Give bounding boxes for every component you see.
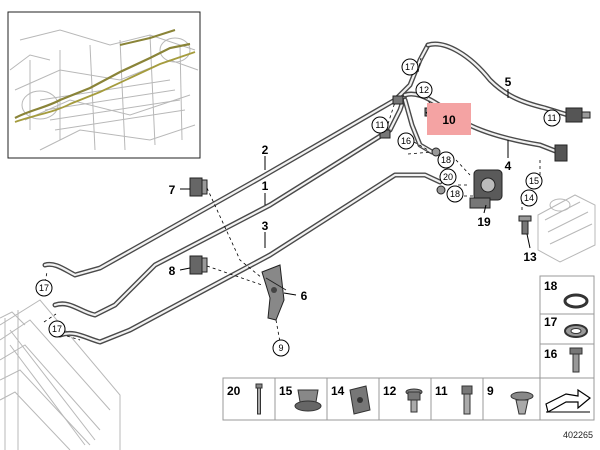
callout-17-bottom: 17 (52, 324, 62, 334)
legend-17: 17 (544, 315, 558, 329)
hose-5 (425, 41, 591, 123)
callout-17-mid: 17 (39, 283, 49, 293)
legend-14: 14 (331, 384, 345, 398)
legend-18: 18 (544, 279, 558, 293)
callout-labels: 1 2 3 4 5 6 7 8 10 13 19 (169, 75, 537, 303)
legend-9: 9 (487, 384, 494, 398)
rivet-icon (510, 391, 534, 415)
holder-6 (261, 264, 287, 321)
callout-6: 6 (301, 289, 308, 303)
callout-7: 7 (169, 183, 176, 197)
diagram-id: 402265 (563, 430, 593, 440)
callout-10: 10 (442, 113, 456, 127)
condenser-radiator (0, 299, 121, 450)
legend-bottom: 20 15 14 12 11 9 (222, 377, 595, 421)
callout-18-bottom: 18 (450, 189, 460, 199)
collar-nut-icon (294, 389, 322, 412)
callout-11-left: 11 (375, 120, 384, 130)
pipe-3 (57, 172, 443, 345)
circled-callouts: 17 12 11 11 16 18 20 18 15 14 17 17 9 (35, 58, 561, 357)
bracket-7 (189, 177, 208, 197)
legend-15: 15 (279, 384, 293, 398)
callout-1: 1 (262, 179, 269, 193)
callout-20: 20 (443, 172, 453, 182)
long-screw-icon (255, 383, 263, 415)
legend-20: 20 (227, 384, 241, 398)
callout-17-top: 17 (405, 62, 415, 72)
callout-13: 13 (523, 250, 537, 264)
arrow-icon (545, 388, 592, 413)
legend-12: 12 (383, 384, 397, 398)
callout-9: 9 (278, 343, 283, 353)
callout-18-top: 18 (441, 155, 451, 165)
bolt-13 (518, 215, 532, 235)
callout-2: 2 (262, 143, 269, 157)
callout-19: 19 (477, 215, 491, 229)
overview-inset (7, 11, 201, 159)
callout-16: 16 (401, 136, 411, 146)
callout-3: 3 (262, 219, 269, 233)
legend-11: 11 (435, 384, 448, 398)
bolt-icon (461, 385, 473, 415)
hex-bolt-icon (569, 347, 583, 373)
callout-15: 15 (529, 176, 539, 186)
callout-5: 5 (505, 75, 512, 89)
highlight-box (427, 103, 471, 135)
callout-8: 8 (169, 264, 176, 278)
callout-12: 12 (419, 85, 429, 95)
hex-screw-icon (405, 388, 423, 413)
expansion-valve (469, 169, 503, 209)
legend-16: 16 (544, 347, 558, 361)
o-ring-icon (563, 293, 589, 309)
callout-4: 4 (505, 159, 512, 173)
pipe-1 (52, 92, 408, 318)
clip-nut-icon (349, 385, 371, 415)
callout-11-right: 11 (547, 113, 556, 123)
legend-side: 18 17 16 (539, 275, 595, 379)
compressor (537, 194, 596, 263)
pipe-2 (42, 42, 431, 278)
callout-14: 14 (524, 193, 534, 203)
bracket-8 (189, 255, 208, 275)
